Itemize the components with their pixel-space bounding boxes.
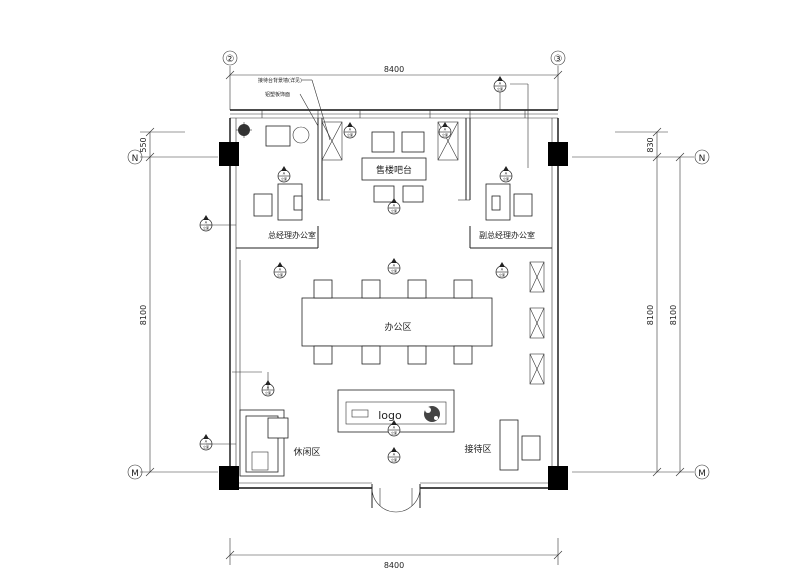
reception-area-furniture: 接待区 xyxy=(464,419,541,471)
reception-counter: 售楼吧台 xyxy=(361,131,427,203)
svg-text:A: A xyxy=(205,440,208,444)
column-top-right xyxy=(548,142,568,166)
column-bottom-right xyxy=(548,466,568,490)
elevation-marker: A立面 xyxy=(199,434,213,451)
svg-text:A: A xyxy=(505,172,508,176)
svg-text:立面: 立面 xyxy=(442,132,448,137)
column-top-left xyxy=(219,142,239,166)
elevation-marker: A立面 xyxy=(199,215,213,232)
top-dimension: 8400 xyxy=(225,65,563,110)
note-leaders: 接待台背景墙(详见) 铝塑板饰面 xyxy=(258,77,331,141)
right-main-dimension-label-b: 8100 xyxy=(669,305,678,325)
svg-text:立面: 立面 xyxy=(281,176,287,181)
elevation-marker: A立面 xyxy=(273,262,287,279)
office-area-furniture: 办公区 xyxy=(301,279,493,365)
marker-leaders xyxy=(206,83,529,445)
svg-text:立面: 立面 xyxy=(391,208,397,213)
svg-text:立面: 立面 xyxy=(391,268,397,273)
grid-axis-row-top-right: N xyxy=(694,149,710,165)
plant-icon xyxy=(236,122,252,138)
svg-text:立面: 立面 xyxy=(277,272,283,277)
note-a-label: 接待台背景墙(详见) xyxy=(258,77,302,84)
svg-text:A: A xyxy=(444,128,447,132)
svg-text:N: N xyxy=(132,154,139,164)
outer-walls xyxy=(229,109,559,489)
elevation-marker: A立面 xyxy=(493,76,507,93)
note-b-label: 铝塑板饰面 xyxy=(265,91,290,98)
elevation-marker: A立面 xyxy=(343,122,357,139)
svg-text:立面: 立面 xyxy=(499,272,505,277)
svg-text:A: A xyxy=(393,453,396,457)
svg-text:M: M xyxy=(698,469,706,479)
elevation-marker: A立面 xyxy=(499,166,513,183)
svg-text:A: A xyxy=(393,426,396,430)
svg-text:立面: 立面 xyxy=(265,390,271,395)
svg-text:A: A xyxy=(349,128,352,132)
svg-text:A: A xyxy=(501,268,504,272)
elevation-marker: A立面 xyxy=(387,447,401,464)
display-panels xyxy=(529,261,545,385)
elevation-marker: A立面 xyxy=(387,258,401,275)
elevation-marker: A立面 xyxy=(387,198,401,215)
right-dimension: 830 8100 8100 xyxy=(572,127,694,477)
svg-text:③: ③ xyxy=(554,54,563,65)
svg-text:立面: 立面 xyxy=(203,444,209,449)
svg-text:立面: 立面 xyxy=(497,86,503,91)
top-dimension-label: 8400 xyxy=(384,65,404,74)
right-small-dimension-label: 830 xyxy=(646,137,655,152)
lounge-furniture: 休闲区 xyxy=(239,409,321,477)
svg-text:N: N xyxy=(699,154,706,164)
svg-text:A: A xyxy=(393,264,396,268)
deputy-office-furniture: 副总经理办公室 xyxy=(479,183,535,240)
interior-partitions xyxy=(232,118,552,470)
grid-axis-row-bottom-right: M xyxy=(694,464,710,480)
elevation-marker: A立面 xyxy=(495,262,509,279)
svg-text:②: ② xyxy=(226,54,235,65)
svg-text:A: A xyxy=(393,204,396,208)
svg-text:立面: 立面 xyxy=(391,430,397,435)
left-dimension: 550 8100 xyxy=(139,127,218,477)
reception-desk-label: 售楼吧台 xyxy=(376,164,412,176)
grid-axis-col-right: ③ xyxy=(550,50,566,66)
svg-text:A: A xyxy=(499,82,502,86)
lounge-label: 休闲区 xyxy=(293,446,320,458)
elevation-marker: A立面 xyxy=(438,122,452,139)
left-small-dimension-label: 550 xyxy=(139,137,148,152)
elevation-marker: A立面 xyxy=(387,420,401,437)
svg-text:A: A xyxy=(205,221,208,225)
svg-text:A: A xyxy=(279,268,282,272)
svg-text:立面: 立面 xyxy=(391,457,397,462)
reception-area-label: 接待区 xyxy=(464,443,491,455)
entrance-door xyxy=(371,484,421,513)
bottom-dimension-label: 8400 xyxy=(384,561,404,570)
svg-text:立面: 立面 xyxy=(203,225,209,230)
grid-axis-row-bottom-left: M xyxy=(127,464,143,480)
grid-axis-row-top-left: N xyxy=(127,149,143,165)
svg-text:A: A xyxy=(283,172,286,176)
logo-label: logo xyxy=(378,409,402,422)
grid-axis-col-left: ② xyxy=(222,50,238,66)
plant-icon xyxy=(424,406,440,422)
svg-text:立面: 立面 xyxy=(347,132,353,137)
svg-text:M: M xyxy=(131,469,139,479)
gm-office-label: 总经理办公室 xyxy=(268,230,316,240)
right-main-dimension-label-a: 8100 xyxy=(646,305,655,325)
svg-text:立面: 立面 xyxy=(503,176,509,181)
bottom-dimension: 8400 xyxy=(225,538,563,570)
column-bottom-left xyxy=(219,466,239,490)
left-main-dimension-label: 8100 xyxy=(139,305,148,325)
office-area-label: 办公区 xyxy=(384,321,411,333)
elevation-marker: A立面 xyxy=(277,166,291,183)
gm-office-furniture: 总经理办公室 xyxy=(253,125,316,240)
deputy-office-label: 副总经理办公室 xyxy=(479,230,535,240)
